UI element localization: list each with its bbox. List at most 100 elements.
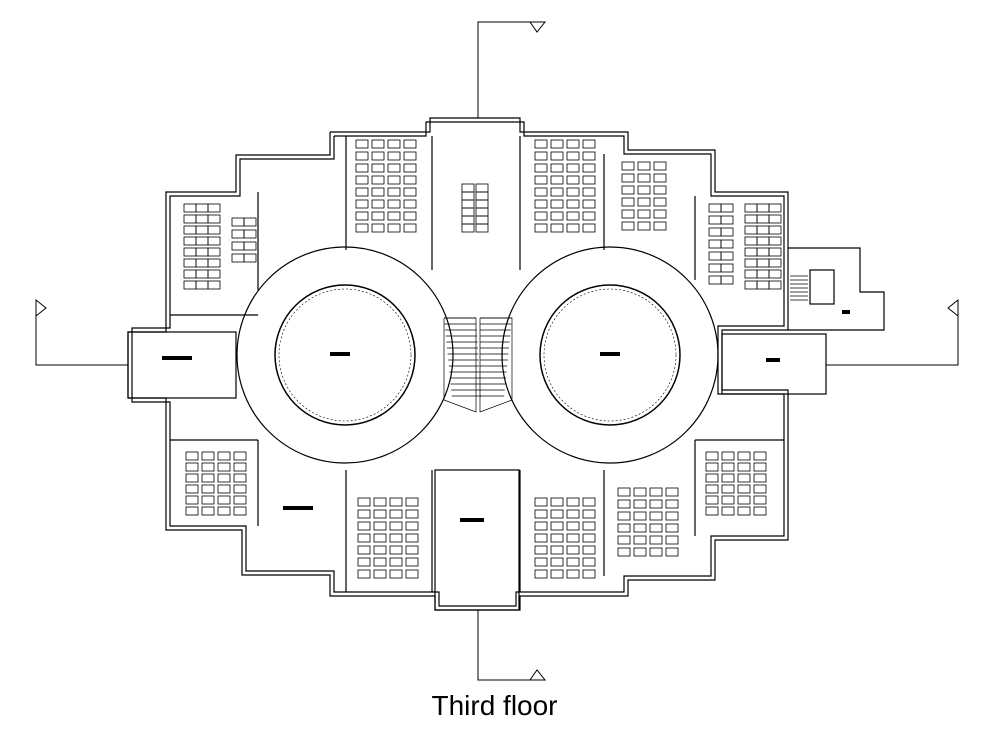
desk	[355, 199, 369, 209]
desk	[243, 229, 257, 239]
desk	[534, 545, 548, 555]
desk	[195, 225, 209, 235]
desk	[185, 506, 199, 516]
stair-tower-wall	[788, 247, 885, 331]
desk	[705, 462, 719, 472]
desk	[403, 223, 417, 233]
desk	[617, 547, 631, 557]
desk	[550, 163, 564, 173]
desk	[355, 163, 369, 173]
desk	[217, 506, 231, 516]
desk	[566, 545, 580, 555]
desk	[621, 221, 635, 231]
room-label-mark	[766, 358, 780, 362]
desk	[387, 223, 401, 233]
desk	[705, 495, 719, 505]
desk	[387, 211, 401, 221]
desk	[534, 521, 548, 531]
desk	[461, 183, 475, 193]
desk	[461, 207, 475, 217]
desk	[756, 280, 770, 290]
desk	[566, 187, 580, 197]
desk	[195, 269, 209, 279]
desk	[233, 495, 247, 505]
desk	[534, 223, 548, 233]
desk	[387, 199, 401, 209]
desk	[387, 163, 401, 173]
desk	[566, 175, 580, 185]
desk	[633, 523, 647, 533]
desk	[582, 557, 596, 567]
desk	[373, 497, 387, 507]
desk	[403, 139, 417, 149]
desk	[708, 275, 722, 285]
desk	[617, 535, 631, 545]
desk	[233, 506, 247, 516]
desk	[405, 521, 419, 531]
atrium-rail	[278, 288, 412, 422]
desk	[744, 269, 758, 279]
desk	[403, 199, 417, 209]
desk	[371, 163, 385, 173]
desk	[653, 221, 667, 231]
desk	[371, 175, 385, 185]
desk	[753, 473, 767, 483]
desk	[708, 263, 722, 273]
desk	[534, 509, 548, 519]
desk	[768, 269, 782, 279]
desk	[389, 533, 403, 543]
desk	[582, 187, 596, 197]
desk	[550, 187, 564, 197]
desk	[649, 535, 663, 545]
atrium-rail	[543, 288, 677, 422]
desk	[621, 197, 635, 207]
desk	[207, 280, 221, 290]
desk	[744, 203, 758, 213]
desk	[649, 499, 663, 509]
section-line-right	[826, 300, 959, 366]
desk	[357, 557, 371, 567]
desk	[721, 506, 735, 516]
desk	[355, 211, 369, 221]
desk	[653, 173, 667, 183]
desk	[195, 247, 209, 257]
desk	[183, 225, 197, 235]
desk	[534, 139, 548, 149]
desk	[183, 247, 197, 257]
desk	[768, 214, 782, 224]
desk	[721, 462, 735, 472]
desk	[534, 199, 548, 209]
desk	[621, 161, 635, 171]
desk	[195, 258, 209, 268]
desk	[534, 175, 548, 185]
section-arrow-bottom	[529, 669, 547, 681]
desk	[582, 533, 596, 543]
desk	[357, 569, 371, 579]
desk	[405, 497, 419, 507]
desk	[756, 214, 770, 224]
desk	[653, 185, 667, 195]
desk	[633, 511, 647, 521]
desk	[534, 497, 548, 507]
room-label-mark	[283, 506, 313, 510]
desk	[403, 187, 417, 197]
desk	[387, 175, 401, 185]
stair-flight-west	[443, 317, 477, 413]
desk	[637, 173, 651, 183]
desk	[461, 199, 475, 209]
desk	[768, 225, 782, 235]
desk	[550, 151, 564, 161]
desk	[475, 207, 489, 217]
desk	[357, 509, 371, 519]
desk	[566, 223, 580, 233]
desk	[233, 462, 247, 472]
desk	[461, 223, 475, 233]
desk	[566, 509, 580, 519]
desk	[621, 185, 635, 195]
desk	[461, 215, 475, 225]
desk	[653, 161, 667, 171]
desk	[534, 187, 548, 197]
desk	[617, 499, 631, 509]
desk	[183, 236, 197, 246]
desk	[649, 547, 663, 557]
